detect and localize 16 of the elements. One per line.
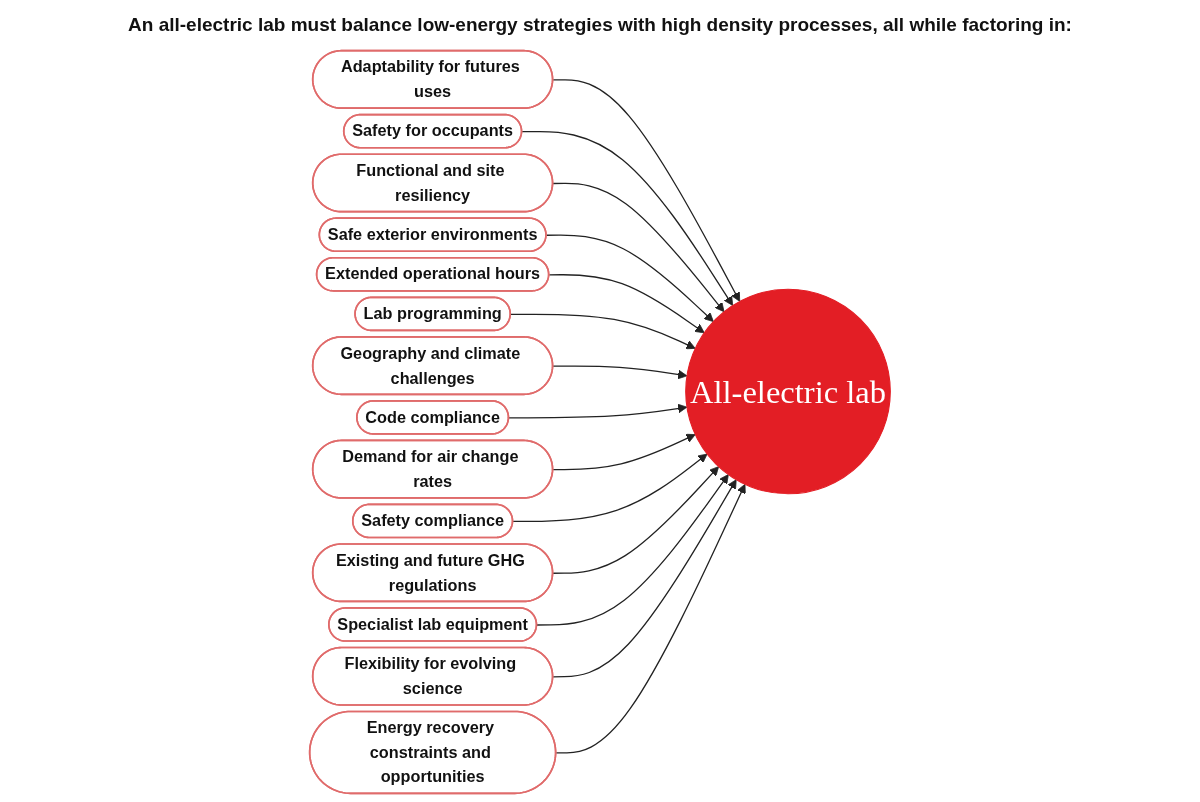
arrow [552,466,720,574]
arrow [508,403,688,419]
arrow [552,479,737,678]
arrow [510,313,696,350]
arrow [548,274,705,334]
node-circle: All-electric lab [685,288,891,495]
arrow [545,234,714,322]
arrow [552,182,725,313]
arrow [555,483,746,754]
arrow [552,79,741,302]
arrow [552,433,696,471]
arrow [521,130,734,306]
arrow [512,453,708,523]
arrow [552,365,688,380]
arrow [536,474,729,626]
diagram-title: An all-electric lab must balance low-energy strategies with high density processes, all while factoring in: [128,14,1072,36]
